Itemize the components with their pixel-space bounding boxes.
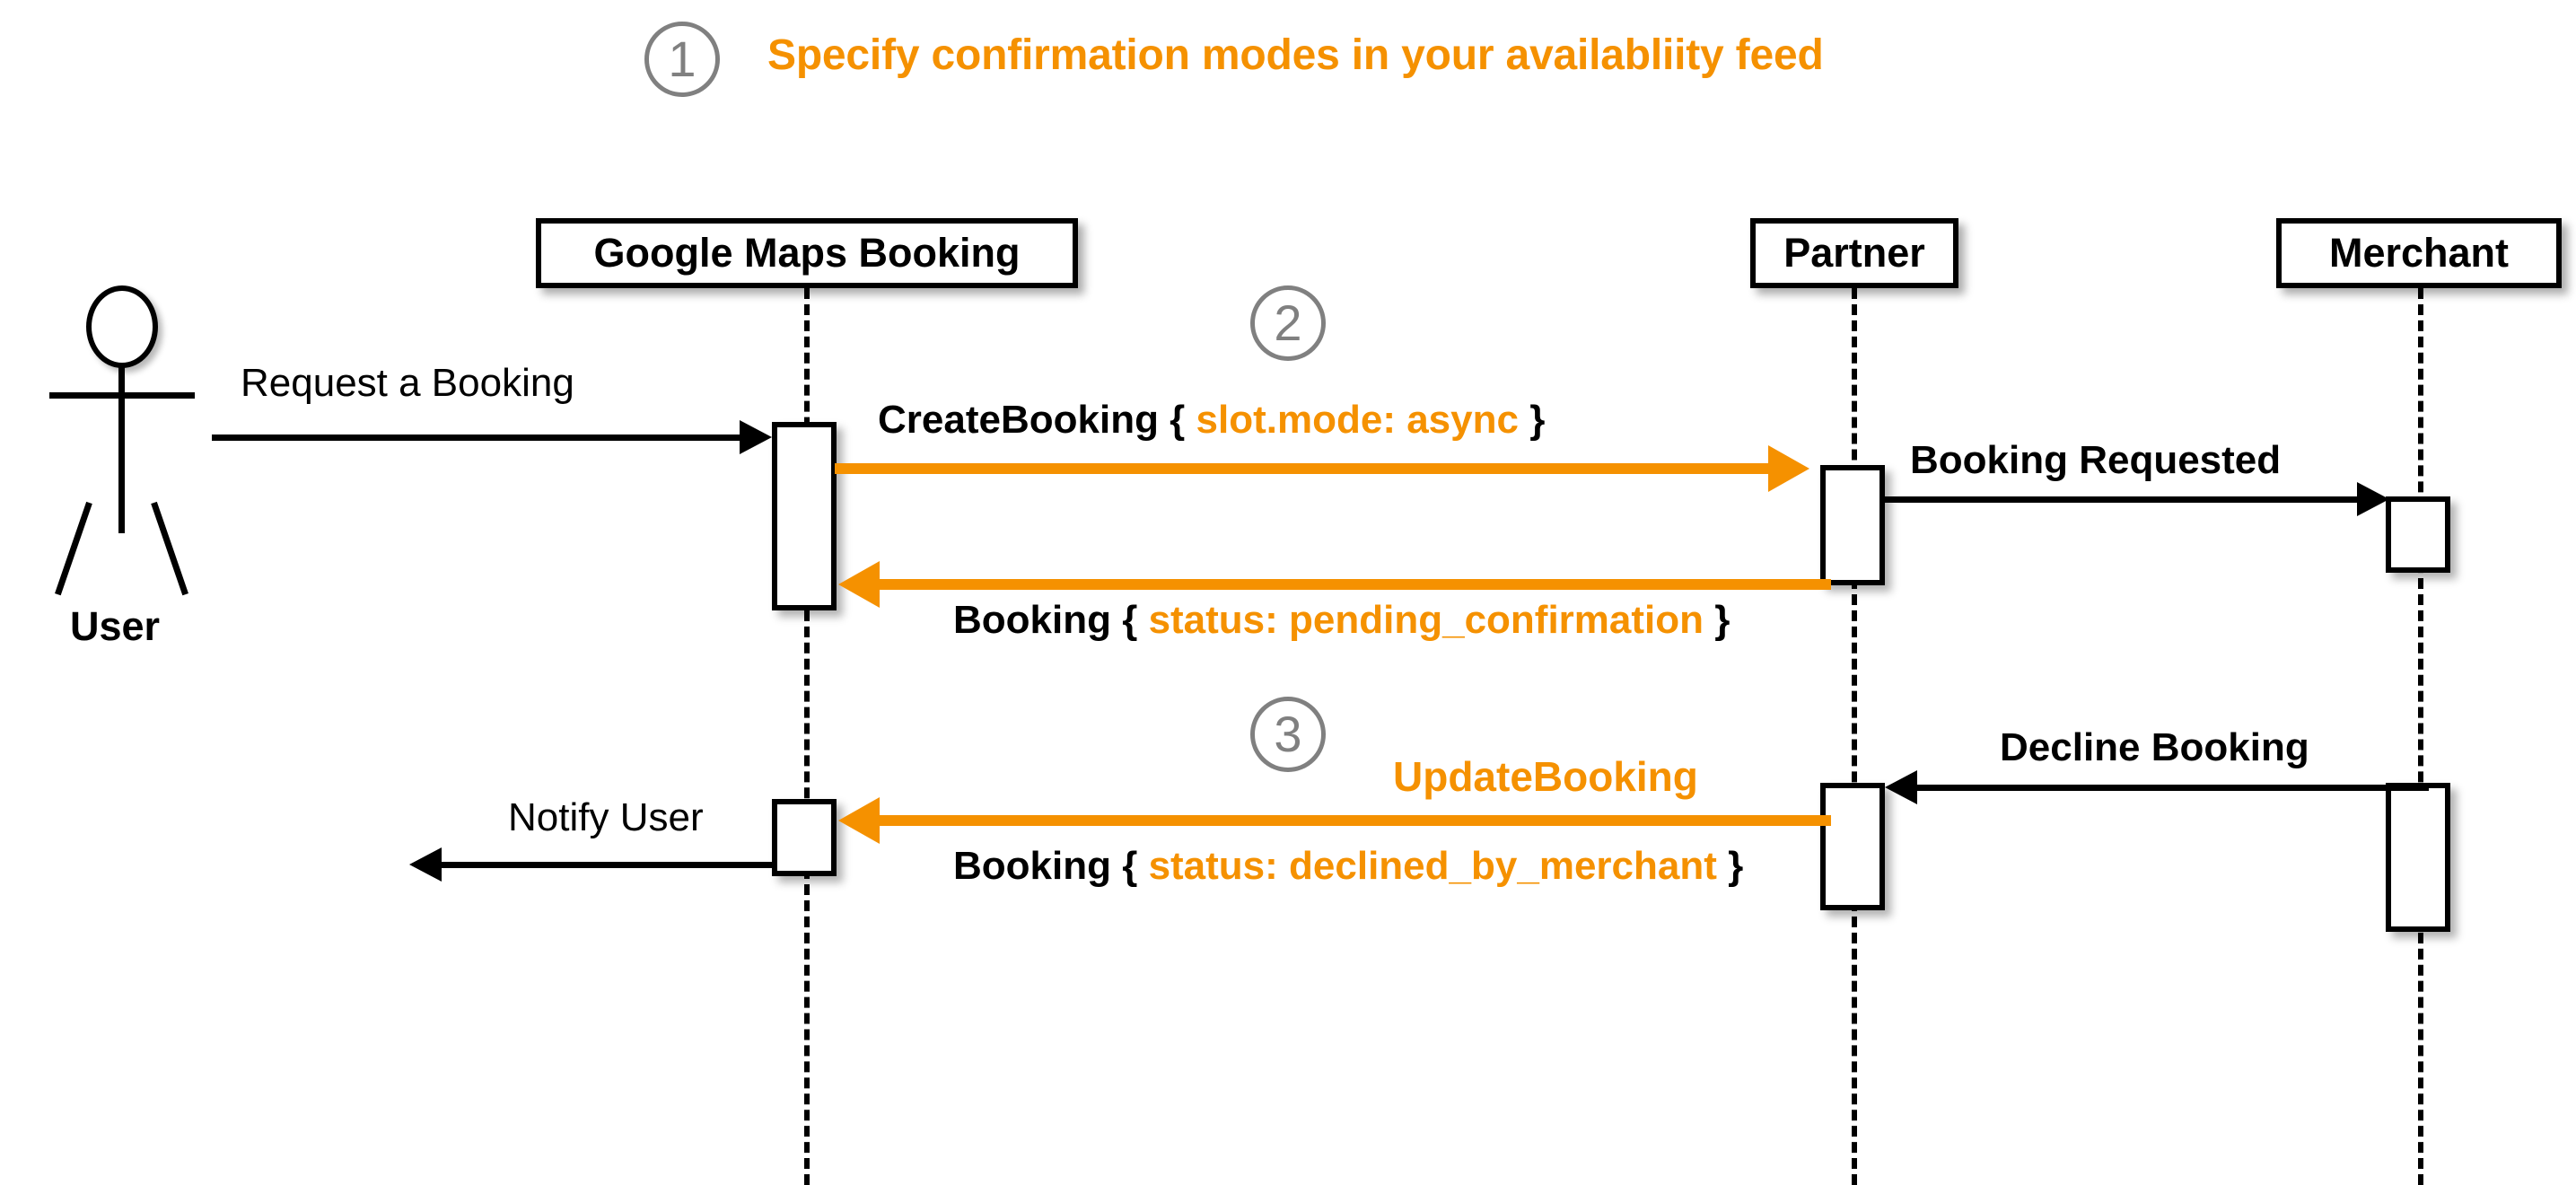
user-actor-leg-right: [151, 501, 188, 596]
message-line-request-a-booking: [212, 434, 740, 441]
arrowhead-notify-user-icon: [409, 847, 442, 882]
message-line-booking-requested: [1883, 496, 2357, 503]
lifeline-head-merchant[interactable]: Merchant: [2276, 218, 2562, 288]
lifeline-head-partner[interactable]: Partner: [1750, 218, 1958, 288]
arrowhead-update-booking-icon: [838, 797, 880, 844]
user-actor-head-icon: [86, 285, 158, 368]
user-actor-body: [118, 363, 125, 533]
message-line-create-booking: [835, 463, 1768, 474]
activation-bar-partner-1: [1820, 465, 1885, 585]
step-marker-2: 2: [1250, 285, 1326, 361]
user-actor-leg-left: [55, 501, 92, 596]
message-label-booking-declined: Booking { status: declined_by_merchant }: [953, 844, 1743, 889]
message-line-decline-booking: [1917, 785, 2429, 791]
message-label-booking-pending: Booking { status: pending_confirmation }: [953, 598, 1730, 643]
message-label-decline-booking: Decline Booking: [2000, 725, 2309, 770]
activation-bar-merchant-1: [2386, 496, 2450, 573]
lifeline-head-google-maps-booking[interactable]: Google Maps Booking: [536, 218, 1078, 288]
activation-bar-gmb-2: [772, 799, 837, 876]
message-brace-open: {: [1122, 844, 1149, 888]
arrowhead-decline-booking-icon: [1885, 770, 1917, 804]
message-text: Request a Booking: [241, 361, 574, 405]
message-label-booking-requested: Booking Requested: [1910, 438, 2281, 483]
arrowhead-booking-requested-icon: [2357, 482, 2389, 516]
message-brace-open: {: [1170, 398, 1196, 442]
message-text-method: Booking: [953, 844, 1123, 888]
page-title: Specify confirmation modes in your avail…: [767, 31, 1824, 79]
message-label-notify-user: Notify User: [508, 795, 704, 840]
message-text: Decline Booking: [2000, 725, 2309, 769]
message-label-update-booking: UpdateBooking: [1393, 753, 1698, 800]
message-brace-close: }: [1704, 598, 1730, 642]
lifeline-partner: [1852, 288, 1857, 1185]
message-text: Notify User: [508, 795, 704, 839]
message-text-payload: status: declined_by_merchant: [1148, 844, 1717, 888]
lifeline-merchant: [2418, 288, 2423, 1185]
message-line-update-booking: [880, 815, 1831, 826]
user-actor-arms: [49, 392, 195, 399]
step-marker-1: 1: [644, 22, 720, 97]
message-label-create-booking: CreateBooking { slot.mode: async }: [878, 398, 1545, 443]
message-label-request-a-booking: Request a Booking: [241, 361, 574, 406]
message-text-payload: status: pending_confirmation: [1148, 598, 1704, 642]
message-text-method: Booking: [953, 598, 1123, 642]
message-text: Booking Requested: [1910, 438, 2282, 482]
message-text-payload: slot.mode: async: [1196, 398, 1519, 442]
arrowhead-request-a-booking-icon: [740, 420, 772, 454]
message-line-notify-user: [442, 862, 777, 868]
lifeline-google-maps-booking: [804, 288, 810, 1185]
message-text-method: CreateBooking: [878, 398, 1170, 442]
arrowhead-create-booking-icon: [1768, 445, 1809, 492]
activation-bar-merchant-2: [2386, 783, 2450, 932]
message-brace-open: {: [1122, 598, 1149, 642]
user-actor-label: User: [70, 603, 161, 649]
step-marker-3: 3: [1250, 697, 1326, 772]
activation-bar-gmb-1: [772, 422, 837, 610]
activation-bar-partner-2: [1820, 783, 1885, 910]
arrowhead-booking-pending-icon: [838, 561, 880, 608]
message-brace-close: }: [1518, 398, 1546, 442]
message-brace-close: }: [1716, 844, 1744, 888]
message-line-booking-pending: [880, 579, 1831, 590]
